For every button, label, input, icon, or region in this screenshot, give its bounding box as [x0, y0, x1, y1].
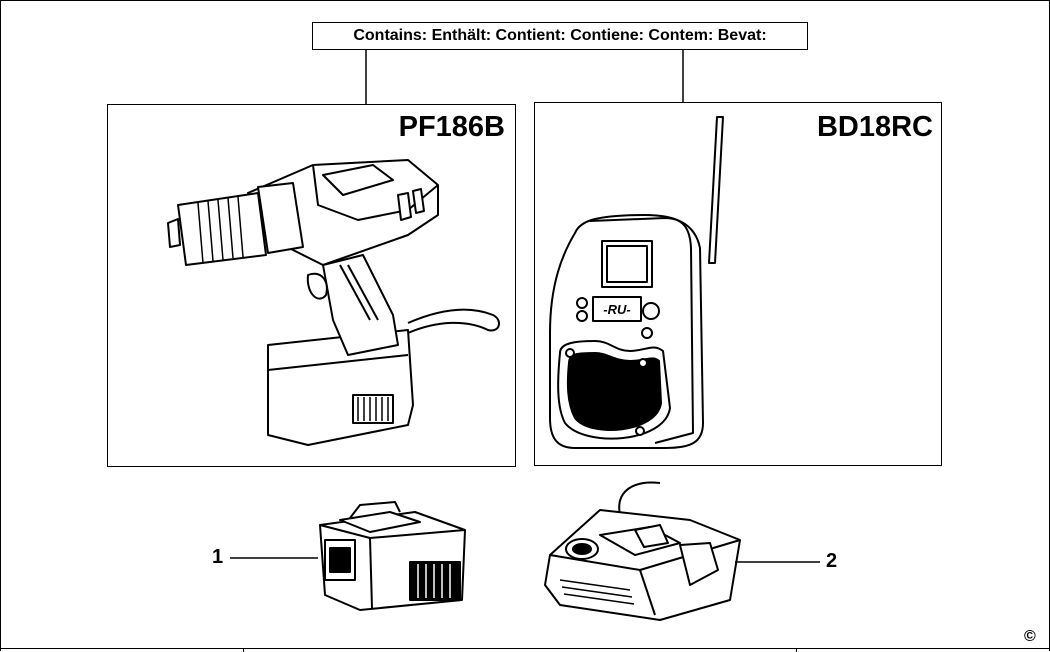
copyright-mark: ©	[1024, 628, 1036, 645]
footer-tick	[796, 648, 797, 652]
charger-callout-number: 2	[826, 550, 838, 572]
drill-panel: PF186B	[107, 104, 516, 467]
drill-illustration	[167, 159, 500, 446]
footer-tick	[243, 648, 244, 652]
charger-illustration	[544, 481, 741, 621]
drill-model-label: PF186B	[398, 111, 505, 143]
battery-callout-number: 1	[212, 546, 224, 568]
battery-illustration	[319, 501, 466, 611]
radio-panel: BD18RC -RU-	[534, 102, 942, 466]
contents-header: Contains: Enthält: Contient: Contiene: C…	[312, 22, 808, 50]
radio-model-label: BD18RC	[816, 111, 933, 143]
battery-leader-line	[230, 557, 318, 559]
charger-leader-line	[735, 561, 820, 563]
footer-divider	[0, 648, 1050, 649]
radio-display-text: -RU-	[603, 302, 630, 317]
radio-illustration: -RU-	[549, 116, 724, 449]
